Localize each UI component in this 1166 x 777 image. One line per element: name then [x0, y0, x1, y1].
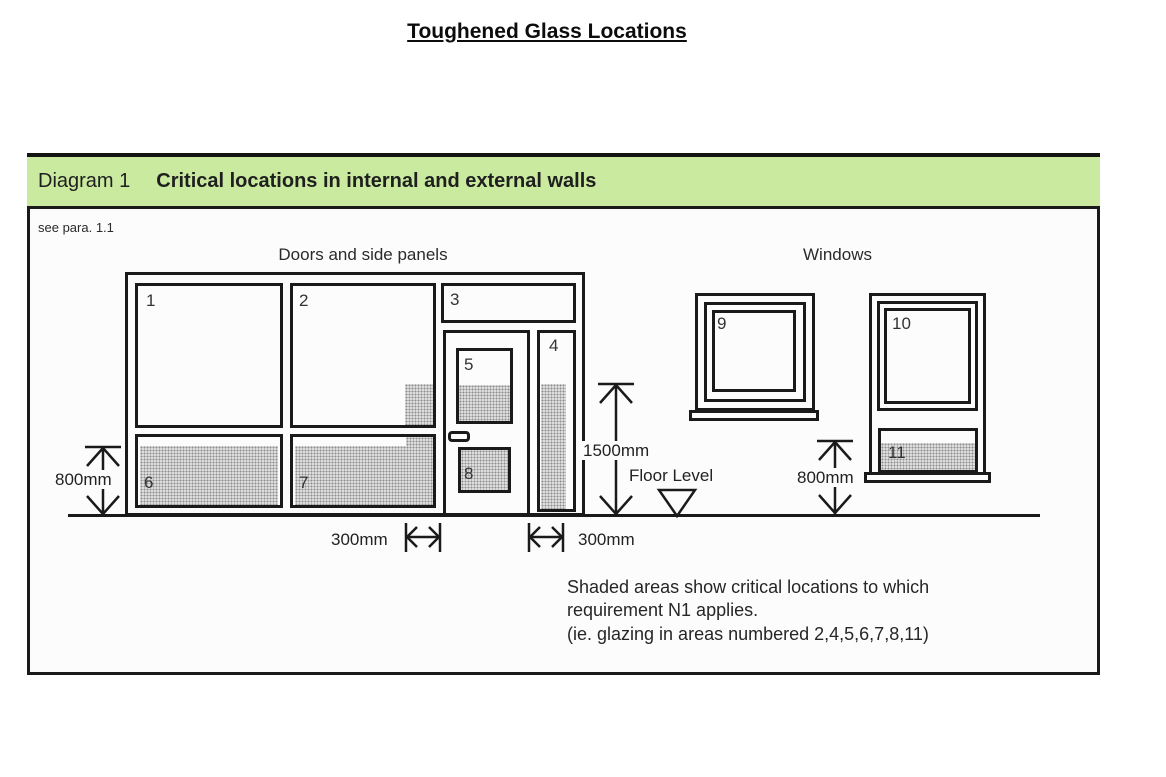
floor-level-label: Floor Level: [629, 466, 714, 485]
panel-9-number: 9: [717, 314, 727, 333]
critical-shade-panel-2: [405, 384, 433, 425]
panel-4-number: 4: [549, 336, 559, 355]
section-label-windows: Windows: [803, 245, 872, 264]
window-10-sill: [864, 472, 991, 483]
dimension-label-300-right: 300mm: [578, 530, 635, 549]
panel-10-number: 10: [892, 314, 911, 333]
note-line-2: requirement N1 applies.: [567, 600, 759, 620]
note-line-1: Shaded areas show critical locations to …: [567, 577, 930, 597]
note-line-3: (ie. glazing in areas numbered 2,4,5,6,7…: [567, 624, 929, 644]
page-title: Toughened Glass Locations: [407, 20, 687, 43]
panel-1: [135, 283, 283, 428]
dimension-arrow-300-left: [404, 523, 442, 552]
diagram-title: Critical locations in internal and exter…: [156, 170, 597, 192]
dimension-label-800-right: 800mm: [795, 468, 856, 487]
window-9-sill: [689, 410, 819, 421]
floor-line: [68, 514, 1040, 517]
critical-shade-panel-6: [140, 446, 278, 505]
floor-level-marker-icon: [656, 488, 698, 519]
critical-shade-panel-8: [461, 450, 508, 490]
section-label-doors: Doors and side panels: [278, 245, 448, 264]
panel-2-number: 2: [299, 291, 309, 310]
see-para-note: see para. 1.1: [38, 220, 114, 235]
dimension-arrow-800-left: [85, 445, 121, 516]
panel-8-number: 8: [464, 464, 474, 483]
panel-11-number: 11: [888, 443, 906, 462]
dimension-label-300-left: 300mm: [331, 530, 388, 549]
window-9-pane: [712, 310, 796, 392]
door-handle: [448, 431, 470, 442]
critical-shade-panel-4: [541, 384, 566, 509]
panel-6-number: 6: [144, 473, 154, 492]
diagram-header: Diagram 1 Critical locations in internal …: [27, 157, 1100, 206]
window-10-pane: [884, 308, 971, 404]
critical-shade-panel-7-right: [406, 437, 433, 505]
critical-shade-panel-11: [881, 443, 975, 470]
dimension-label-1500: 1500mm: [581, 441, 652, 460]
dimension-arrow-300-right: [527, 523, 565, 552]
panel-3: [441, 283, 576, 323]
critical-shade-panel-5: [459, 385, 510, 421]
critical-shade-panel-7: [295, 446, 406, 505]
diagram-top-rule: [27, 153, 1100, 157]
panel-3-number: 3: [450, 290, 460, 309]
diagram-label: Diagram 1: [38, 170, 131, 192]
dimension-label-800-left: 800mm: [53, 470, 114, 489]
panel-1-number: 1: [146, 291, 156, 310]
panel-7-number: 7: [299, 473, 309, 492]
panel-5-number: 5: [464, 355, 474, 374]
